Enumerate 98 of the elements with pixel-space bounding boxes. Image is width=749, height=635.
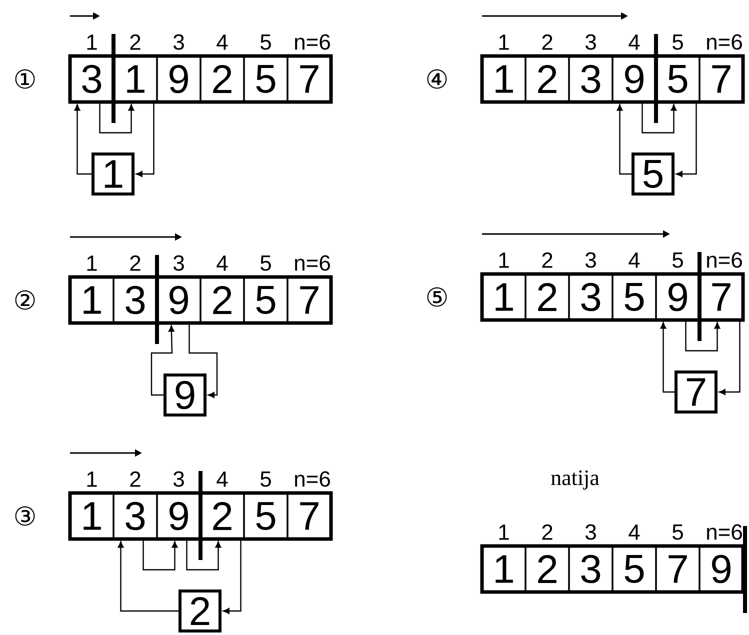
array-cell: 9	[156, 55, 202, 103]
array-cell: 9	[698, 545, 744, 593]
array-cell: 2	[200, 55, 245, 103]
index-label: 1	[499, 524, 509, 540]
array-cell: 7	[286, 276, 332, 324]
index-label: 2	[130, 471, 140, 487]
array-cell: 3	[112, 276, 158, 324]
index-label: 4	[216, 472, 228, 487]
array-cell: 2	[524, 55, 570, 103]
array-cell: 5	[612, 545, 657, 593]
arrow	[99, 102, 134, 134]
array-cell: 7	[286, 55, 332, 103]
temp-box: 7	[674, 370, 718, 414]
index-label: 3	[585, 524, 596, 540]
index-label: 5	[672, 34, 683, 50]
temp-box: 9	[164, 374, 206, 416]
array-cell: 1	[481, 273, 526, 321]
index-label: n=6	[707, 524, 742, 540]
index-label: 2	[542, 252, 552, 268]
index-label: 5	[260, 471, 271, 487]
array-cell: 1	[481, 545, 526, 593]
index-label: 3	[585, 34, 596, 50]
arrow	[74, 104, 92, 175]
array-cell: 1	[69, 276, 114, 324]
temp-box: 5	[632, 152, 674, 196]
index-label: 4	[628, 252, 640, 268]
index-label: 4	[216, 256, 228, 271]
arrow	[150, 325, 174, 396]
arrow	[142, 540, 178, 570]
arrow	[719, 320, 740, 395]
index-label: 1	[499, 252, 509, 268]
index-label: 5	[672, 252, 683, 268]
temp-box: 2	[178, 590, 222, 632]
array-cell: 9	[655, 273, 700, 321]
index-label: 4	[216, 34, 228, 50]
arrow	[223, 540, 242, 614]
step-number: ③	[15, 506, 35, 526]
array-cell: 7	[655, 545, 700, 593]
arrow	[118, 541, 178, 612]
temp-box: 1	[92, 152, 134, 196]
index-label: 1	[499, 34, 509, 50]
array-cell: 2	[524, 545, 570, 593]
index-label: 2	[130, 255, 140, 271]
arrow	[188, 324, 218, 398]
array-cell: 3	[568, 55, 614, 103]
array-cell: 5	[243, 492, 288, 540]
step-number: ⑤	[427, 287, 447, 307]
index-label: 5	[672, 524, 683, 540]
index-label: 3	[173, 255, 184, 271]
array-cell: 3	[112, 492, 158, 540]
result-heading: natija	[551, 470, 600, 490]
index-label: 2	[130, 34, 140, 50]
arrow	[186, 540, 222, 570]
index-label: n=6	[295, 471, 330, 487]
index-label: 3	[585, 252, 596, 268]
index-label: 5	[260, 255, 271, 271]
array-cell: 2	[524, 273, 570, 321]
array-cell: 3	[568, 273, 614, 321]
array-cell: 1	[481, 55, 526, 103]
array-cell: 9	[612, 55, 657, 103]
index-label: n=6	[707, 252, 742, 268]
index-label: 4	[628, 34, 640, 50]
step-number: ④	[427, 69, 447, 89]
array-cell: 2	[200, 492, 245, 540]
array-cell: 9	[156, 492, 202, 540]
index-label: n=6	[295, 255, 330, 271]
array-cell: 2	[200, 276, 245, 324]
array-cell: 7	[286, 492, 332, 540]
arrow	[676, 102, 697, 177]
index-label: 3	[173, 34, 184, 50]
step-number: ②	[15, 290, 35, 310]
array-cell: 9	[156, 276, 202, 324]
arrow	[136, 102, 154, 177]
index-label: 2	[542, 524, 552, 540]
array-cell: 1	[69, 492, 114, 540]
array-cell: 3	[69, 55, 114, 103]
arrow	[685, 320, 720, 352]
index-label: 1	[87, 256, 97, 271]
array-cell: 5	[655, 55, 700, 103]
array-cell: 5	[612, 273, 657, 321]
index-label: 5	[260, 34, 271, 50]
index-label: 4	[628, 524, 640, 540]
index-label: 3	[173, 471, 184, 487]
array-cell: 5	[243, 276, 288, 324]
array-cell: 3	[568, 545, 614, 593]
index-label: 1	[87, 472, 97, 487]
index-label: 1	[87, 34, 97, 50]
array-cell: 7	[698, 55, 744, 103]
array-cell: 5	[243, 55, 288, 103]
array-cell: 7	[698, 273, 744, 321]
index-label: n=6	[707, 34, 742, 50]
step-number: ①	[15, 69, 35, 89]
arrow	[660, 322, 674, 393]
arrow	[616, 104, 632, 175]
arrow	[642, 102, 677, 134]
array-cell: 1	[112, 55, 158, 103]
index-label: 2	[542, 34, 552, 50]
index-label: n=6	[295, 34, 330, 50]
